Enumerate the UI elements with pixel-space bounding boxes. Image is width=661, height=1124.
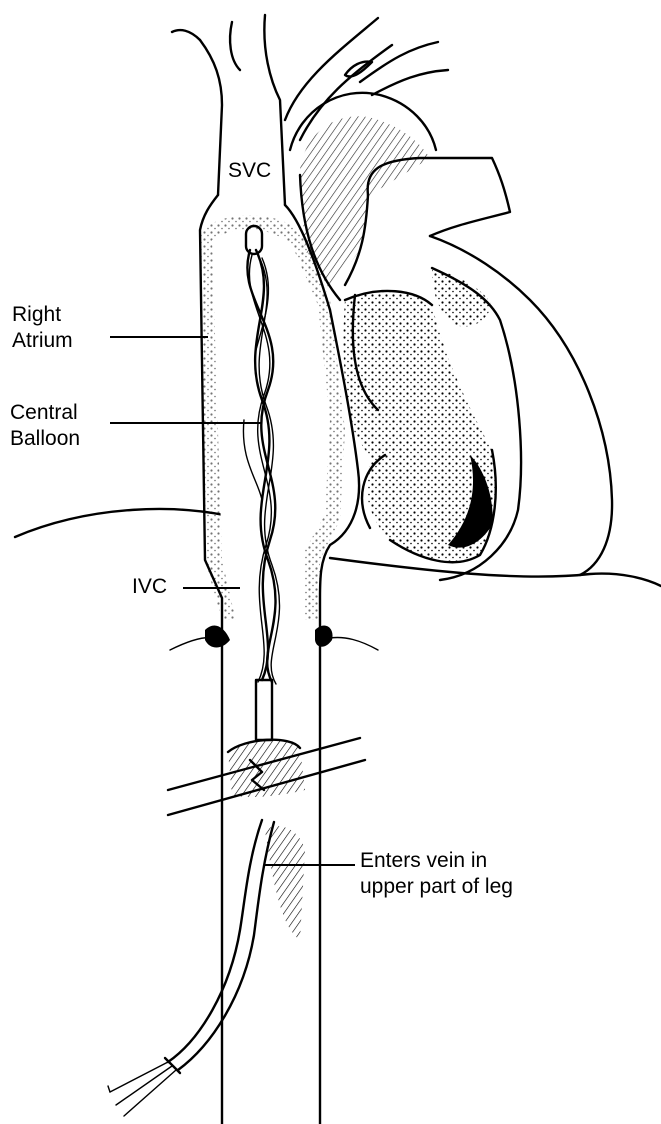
svc-label-text: SVC <box>228 158 271 184</box>
ivc-label-text: IVC <box>132 574 167 600</box>
pulmonary-trunk <box>345 158 510 285</box>
ventricle-chamber <box>344 291 496 562</box>
svc-label: SVC <box>228 158 271 184</box>
insertion-site <box>168 738 365 940</box>
right-atrium-label-line-2: Atrium <box>12 328 73 354</box>
central-balloon-label-line-2: Balloon <box>10 426 80 452</box>
entry-site-label-line-1: Enters vein in <box>360 848 513 874</box>
right-atrium-label: Right Atrium <box>12 302 73 354</box>
right-atrium-label-line-1: Right <box>12 302 73 328</box>
ivc-label: IVC <box>132 574 167 600</box>
catheter-tube <box>108 820 274 1116</box>
entry-site-label-line-2: upper part of leg <box>360 874 513 900</box>
central-balloon-label: Central Balloon <box>10 400 80 452</box>
central-balloon-label-line-1: Central <box>10 400 80 426</box>
entry-site-label: Enters vein in upper part of leg <box>360 848 513 900</box>
